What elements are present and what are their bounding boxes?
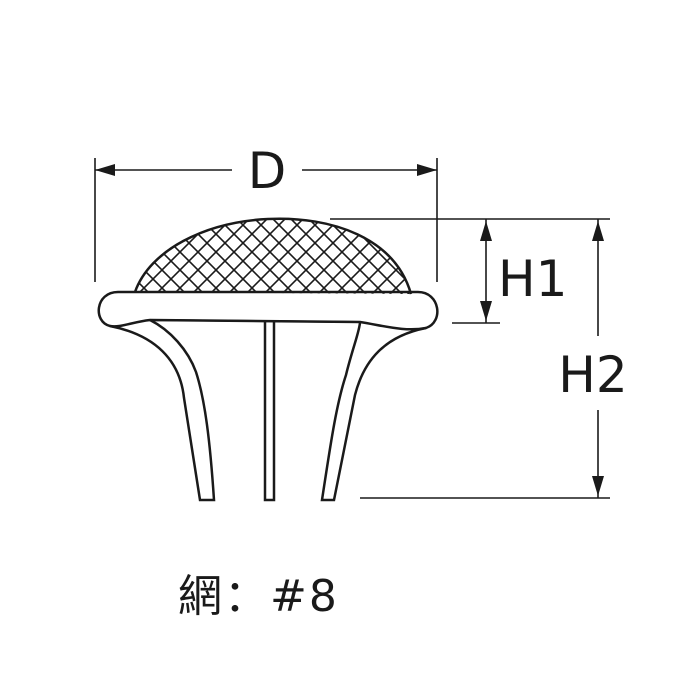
mesh-spec-prefix: 網 xyxy=(178,571,224,622)
left-leg xyxy=(109,318,216,502)
mesh-dome xyxy=(133,217,413,295)
dimension-d-label: D xyxy=(248,142,287,200)
dimension-h2: H2 xyxy=(360,218,628,499)
dimension-h1-label: H1 xyxy=(498,250,567,308)
mesh-spec-separator: ： xyxy=(224,571,270,622)
dimension-h2-label: H2 xyxy=(558,346,627,404)
mesh-spec-value: #8 xyxy=(270,571,339,622)
strainer-rim xyxy=(97,290,439,331)
rim-inner-line xyxy=(149,319,361,323)
dimension-d: D xyxy=(94,142,438,282)
right-leg xyxy=(320,321,427,502)
center-leg xyxy=(263,322,276,502)
mesh-spec-caption: 網：#8 xyxy=(178,560,339,624)
dimension-h1: H1 xyxy=(330,218,567,324)
